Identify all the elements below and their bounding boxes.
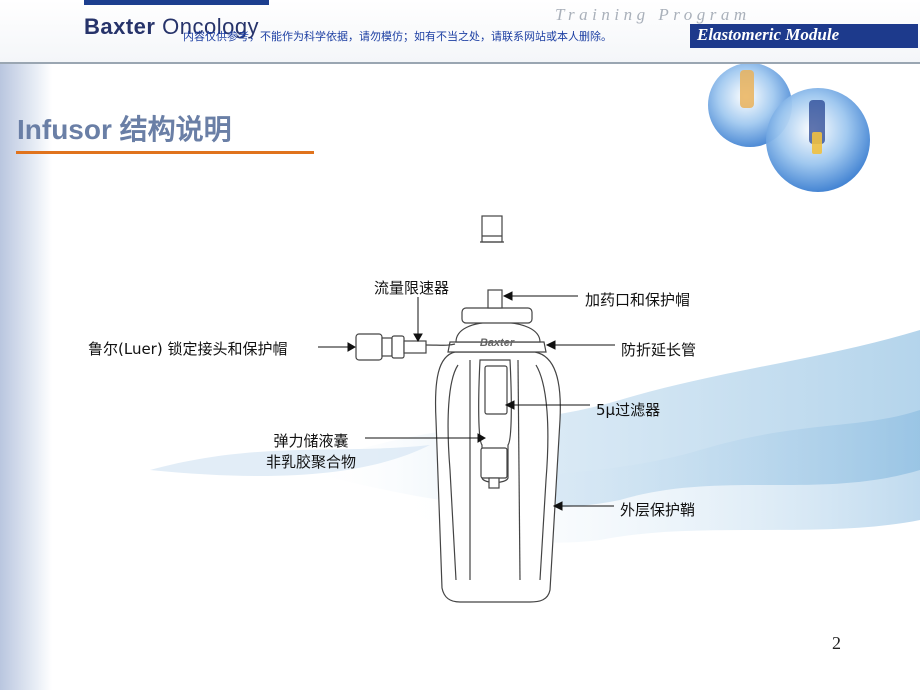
label-fill-port: 加药口和保护帽 <box>585 291 691 309</box>
slide-title-cn: 结构说明 <box>111 114 232 145</box>
label-anti-kink-tubing: 防折延长管 <box>621 341 697 359</box>
slide-title: Infusor 结构说明 <box>17 108 232 148</box>
tubing-icon <box>425 343 456 346</box>
label-luer-lock: 鲁尔(Luer) 锁定接头和保护帽 <box>88 340 288 358</box>
reservoir-icon <box>478 359 512 489</box>
baxter-oncology-logo: Baxter Oncology <box>84 14 259 40</box>
label-outer-shell: 外层保护鞘 <box>620 501 696 519</box>
luer-lock-icon <box>355 333 427 361</box>
title-underline <box>16 151 314 154</box>
slide-title-en: Infusor <box>17 114 112 145</box>
module-label: Elastomeric Module <box>697 25 840 44</box>
page-number: 2 <box>832 633 841 653</box>
label-filter: 5μ过滤器 <box>596 401 661 419</box>
header-accent-strip <box>84 0 269 5</box>
module-banner <box>690 24 918 48</box>
label-reservoir-line2: 非乳胶聚合物 <box>266 453 357 471</box>
label-reservoir: 弹力储液囊 非乳胶聚合物 <box>266 431 356 473</box>
fill-port-cap-icon <box>480 215 504 243</box>
device-neck-icon <box>447 289 547 353</box>
left-gradient-bar <box>0 64 52 690</box>
logo-strong-text: Baxter <box>84 14 156 39</box>
training-program-text: Training Program <box>555 5 751 24</box>
device-brand-text: Baxter <box>480 337 515 349</box>
logo-rest-text: Oncology <box>162 14 260 39</box>
label-flow-restrictor: 流量限速器 <box>374 279 450 297</box>
label-reservoir-line1: 弹力储液囊 <box>273 432 349 450</box>
disclaimer-text: 内容仅供参考，不能作为科学依据，请勿模仿；如有不当之处，请联系网站或本人删除。 <box>183 30 612 43</box>
